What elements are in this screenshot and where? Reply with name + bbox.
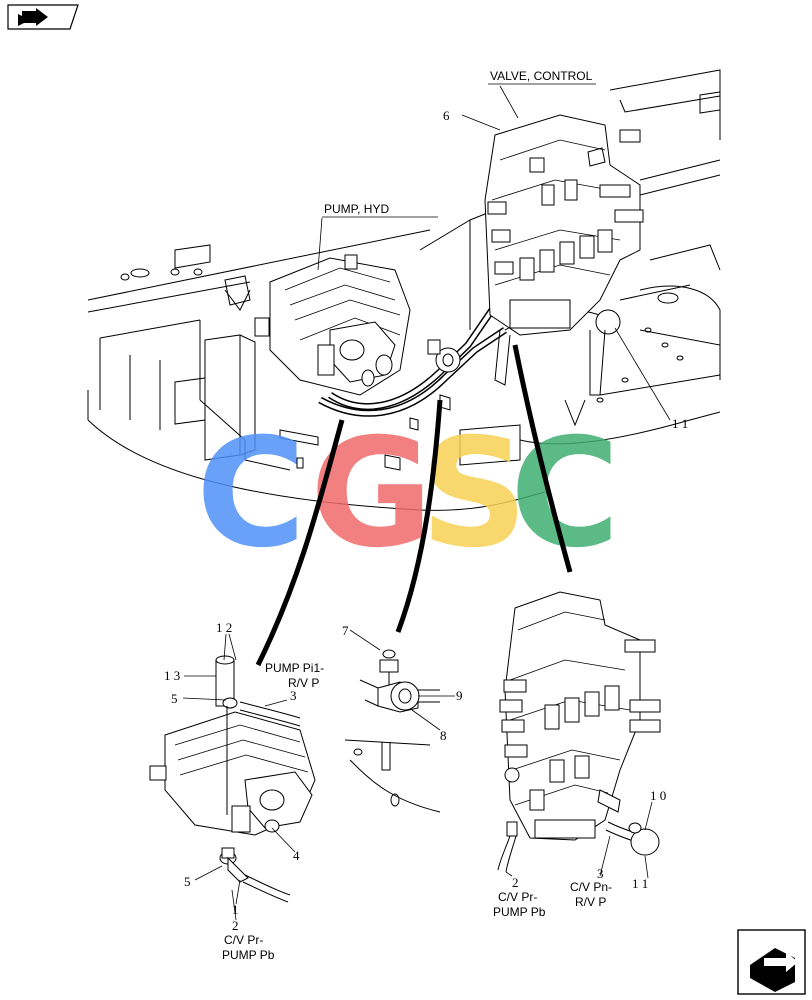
item-number: 5 [184,874,191,889]
detail-pump-fittings [149,655,316,903]
item-number: 1 1 [672,416,688,431]
item-number: 7 [342,623,349,638]
label-pump-pi1-line1: PUMP Pi1- [265,661,324,675]
watermark-letter-c1: C [196,407,306,581]
item-number: 1 0 [650,788,666,803]
callout-leaders [182,83,671,921]
label-pump-pi1-line2: R/V P [288,676,319,690]
item-number: 6 [443,108,450,123]
label-pump-hyd: PUMP, HYD [324,202,389,216]
item-number: 1 3 [164,668,180,683]
item-number: 1 1 [632,876,648,891]
watermark: C G S C [196,407,620,581]
item-number: 2 [512,875,519,890]
label-cv-pn-line1: C/V Pn- [570,880,612,894]
detail-control-valve [497,591,661,873]
hydraulic-pump-main [254,254,411,396]
item-number: 5 [171,691,178,706]
item-number: 3 [290,688,297,703]
item-numbers: 6 1 1 1 2 1 3 5 3 4 5 1 2 7 9 8 2 3 1 0 … [164,108,688,933]
watermark-letter-g: G [310,407,433,581]
detail-leader-lines [255,344,573,667]
item-number: 1 [232,902,239,917]
item-number: 8 [440,728,447,743]
control-valve-top [484,114,644,396]
label-cv-pr-right-line2: PUMP Pb [493,905,546,919]
label-cv-pr-left-line2: PUMP Pb [222,948,275,962]
pilot-hose-main [318,308,621,417]
label-cv-pr-right-line1: C/V Pr- [498,890,537,904]
callout-labels: VALVE, CONTROL PUMP, HYD PUMP Pi1- R/V P… [222,69,612,962]
item-number: 4 [293,848,300,863]
label-valve-control: VALVE, CONTROL [490,69,593,83]
label-cv-pn-line2: R/V P [575,895,606,909]
label-cv-pr-left-line1: C/V Pr- [224,933,263,947]
next-page-icon[interactable] [737,929,806,995]
item-number: 1 2 [216,620,232,635]
book-arrow-icon[interactable] [7,4,79,30]
detail-clamp [344,649,441,813]
item-number: 9 [456,688,463,703]
upper-frame-drawing [87,69,721,511]
item-number: 2 [232,918,239,933]
item-number: 3 [597,866,604,881]
